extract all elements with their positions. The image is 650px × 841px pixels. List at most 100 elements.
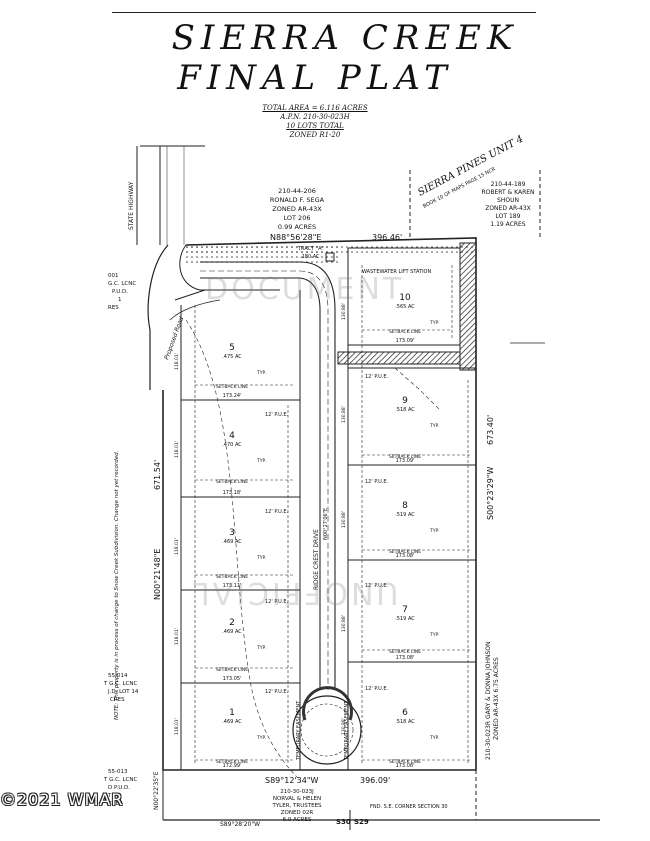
plat-title-line2: FINAL PLAT xyxy=(177,58,453,98)
typ-label: TYP. xyxy=(256,458,266,464)
lot-depth: 130.88' xyxy=(341,511,347,528)
north-parcel-apn: 210-44-206 xyxy=(278,187,316,195)
lot-depth: 118.01' xyxy=(174,353,180,370)
setback-label: SETBACK LINE xyxy=(389,454,421,460)
north-distance: 396.46' xyxy=(372,233,402,242)
south-parcel-owner2: TYLER, TRUSTEES xyxy=(271,803,322,809)
west-label: T 13 xyxy=(107,793,121,799)
west-label: D P.U.D. xyxy=(108,785,130,791)
west-bearing: N00°21'48"E xyxy=(153,549,162,600)
west-label: P.U.D. xyxy=(112,289,128,295)
lot-number: 5 xyxy=(229,343,235,353)
lot-number: 1 xyxy=(229,708,235,718)
lot-number: 10 xyxy=(399,293,411,303)
lot-width: 173.24' xyxy=(223,393,242,399)
typ-label: TYP. xyxy=(429,528,439,534)
pue-label: 12' P.U.E. xyxy=(365,479,389,485)
plat-title-line1: SIERRA CREEK xyxy=(171,18,519,58)
west-label: 001 xyxy=(108,273,119,279)
north-parcel-owner: RONALD F. SEGA xyxy=(270,196,325,204)
typ-label: TYP. xyxy=(256,735,266,741)
north-bearing: N88°56'28"E xyxy=(270,233,321,242)
total-area: TOTAL AREA = 6.116 ACRES xyxy=(262,104,368,112)
typ-label: TYP. xyxy=(429,735,439,741)
ne-parcel-owner2: SHOUN xyxy=(497,197,519,204)
road-name: RIDGE CREST DRIVE xyxy=(313,529,320,590)
south-bearing: S89°12'34"W xyxy=(265,776,318,785)
lot-width: 173.05' xyxy=(223,676,242,682)
lift-station-marker xyxy=(325,252,335,262)
lot-number: 6 xyxy=(402,708,408,718)
lot-depth: 118.01' xyxy=(174,538,180,555)
lot-acres: .469 AC xyxy=(222,719,242,725)
lot-acres: .519 AC xyxy=(395,512,415,518)
lot-depth: 118.01' xyxy=(174,718,180,735)
faded-watermark-2: UNOFFICIAL xyxy=(190,575,399,610)
west-label: CRES xyxy=(110,697,125,703)
east-parcel-zone: ZONED AR-43X 6.75 ACRES xyxy=(493,657,500,740)
lot-acres: .565 AC xyxy=(395,304,415,310)
south-distance: 396.09' xyxy=(360,776,390,785)
ne-parcel-lot: LOT 189 xyxy=(496,213,521,220)
typ-label: TYP. xyxy=(256,370,266,376)
lot-depth: 130.88' xyxy=(341,718,347,735)
north-parcel-acres: 0.99 ACRES xyxy=(278,223,316,231)
lot-depth: 130.88' xyxy=(341,303,347,320)
lot-depth: 118.01' xyxy=(174,628,180,645)
plat-summary: TOTAL AREA = 6.116 ACRES A.P.N. 210-30-0… xyxy=(220,104,410,140)
east-parcel-owner: 210-30-023R GARY & DONNA JOHNSON xyxy=(485,642,492,761)
ne-parcel-owner: ROBERT & KAREN xyxy=(481,189,534,196)
highway-label: STATE HIGHWAY xyxy=(128,181,135,230)
west-label: 55-013 xyxy=(108,769,128,775)
sw-corner-bearing: N00°22'35"E xyxy=(153,771,160,810)
east-distance: 673.40' xyxy=(486,415,495,445)
title-rule xyxy=(112,12,536,13)
zoning: ZONED R1-20 xyxy=(289,131,341,139)
lift-station-label: WASTEWATER LIFT STATION xyxy=(362,269,431,275)
hatched-easement-2 xyxy=(337,351,461,365)
lot-number: 7 xyxy=(402,605,408,615)
pue-label: 12' P.U.E. xyxy=(265,599,289,605)
section-29: S29 xyxy=(354,818,369,826)
west-label: G.C. LCNC xyxy=(108,281,136,287)
west-label: 55-014 xyxy=(108,673,128,679)
south-outer-bearing: S89°28'20"W xyxy=(220,821,260,828)
setback-label: SETBACK LINE xyxy=(389,549,421,555)
south-parcel-acres: 6.0 ACRES xyxy=(283,817,312,823)
lot-depth: 130.88' xyxy=(341,406,347,423)
pue-label: 12' P.U.E. xyxy=(365,583,389,589)
temp-easement-label: TEMPORARY EASEMENT xyxy=(296,700,302,761)
lot-acres: .469 AC xyxy=(222,629,242,635)
faded-watermark-1: DOCUMENT xyxy=(205,272,405,307)
south-parcel-zone: ZONED 02R xyxy=(281,810,314,816)
typ-label: TYP. xyxy=(429,632,439,638)
pue-label: 12' P.U.E. xyxy=(265,689,289,695)
west-label: J.D. LOT 14 xyxy=(107,689,139,695)
lot-number: 3 xyxy=(229,528,235,538)
west-label: T G.C. LCNC xyxy=(103,681,137,687)
lots-total: 10 LOTS TOTAL xyxy=(286,122,344,130)
east-bearing: S00°23'29"W xyxy=(486,467,495,520)
hatched-easement xyxy=(459,242,477,371)
pue-label: 12' P.U.E. xyxy=(365,686,389,692)
lot-width: 173.08' xyxy=(396,553,415,559)
south-parcel-owner: NORVAL & HELEN xyxy=(273,796,321,802)
lot-width: 173.11' xyxy=(223,583,242,589)
lot-acres: .470 AC xyxy=(222,442,242,448)
lot-number: 8 xyxy=(402,501,408,511)
ne-parcel-acres: 1.19 ACRES xyxy=(490,221,525,228)
lot-acres: .475 AC xyxy=(222,354,242,360)
west-label: CRES xyxy=(108,801,123,807)
pue-label: 12' P.U.E. xyxy=(365,374,389,380)
west-label: 1 xyxy=(118,297,122,303)
ne-parcel-apn: 210-44-189 xyxy=(491,181,526,188)
section-30: S30 xyxy=(336,818,351,826)
lot-depth: 130.88' xyxy=(341,615,347,632)
south-parcel-apn: 210-30-023J xyxy=(280,789,314,795)
apn: A.P.N. 210-30-023H xyxy=(280,113,350,121)
temp-easement-label: TEMPORARY EASEMENT xyxy=(344,700,350,761)
setback-label: SETBACK LINE xyxy=(389,649,421,655)
west-label: RES xyxy=(108,305,119,311)
tract-acres: .180 AC xyxy=(300,254,320,260)
